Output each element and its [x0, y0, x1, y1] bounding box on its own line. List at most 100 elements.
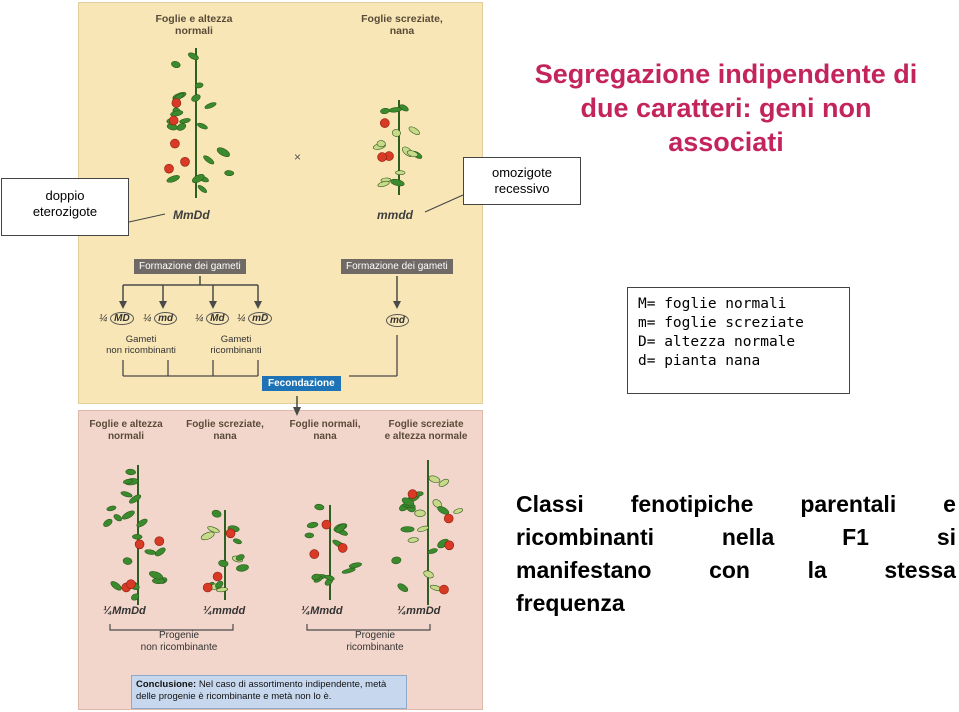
offspring-plant-2-leaf: [235, 554, 245, 561]
conclusion-box: Conclusione: Nel caso di assortimento in…: [131, 675, 407, 709]
summary-word: stessa: [884, 557, 956, 583]
gamete-allele: Md: [206, 312, 229, 325]
offspring-plant-4-leaf: [401, 497, 415, 507]
label-line: nana: [313, 431, 337, 442]
offspring-plant-4-tomato: [443, 513, 454, 524]
dwarf-variegated-parent-tomato: [377, 152, 387, 162]
offspring-genotype-4: ¼mmDd: [397, 605, 441, 617]
homozygote-callout: omozigote recessivo: [463, 157, 581, 205]
legend-item: m= foglie screziate: [638, 315, 804, 331]
gamete-allele: mD: [248, 312, 273, 325]
summary-word: nella: [721, 524, 775, 550]
offspring-plant-4-leaf: [397, 583, 409, 593]
dwarf-variegated-parent-leaf: [406, 150, 419, 158]
offspring-plant-1-leaf: [131, 593, 140, 601]
conclusion-label: Conclusione:: [136, 679, 197, 690]
offspring-plant-1-leaf: [120, 491, 133, 498]
offspring-plant-4-tomato: [439, 584, 449, 595]
nonrecombinant-progeny-label: Progenie non ricombinante: [119, 630, 239, 654]
offspring-plant-2-leaf: [207, 526, 220, 533]
tall-normal-parent-leaf: [170, 110, 184, 117]
gamete-fraction: ¼: [99, 313, 108, 324]
offspring-plant-1-tomato: [126, 579, 136, 590]
offspring-plant-1-leaf: [106, 505, 117, 512]
label-line: e altezza normale: [384, 431, 468, 442]
fertilization-label: Fecondazione: [262, 376, 341, 391]
offspring-plant-2-tomato: [225, 528, 236, 539]
right-parent-genotype: mmdd: [377, 208, 413, 222]
legend-item: M= foglie normali: [638, 296, 787, 312]
offspring-plant-4-leaf: [437, 506, 450, 515]
label-line: nana: [213, 431, 237, 442]
gamete-mD: ¼ mD: [237, 312, 273, 325]
title-line: associati: [668, 127, 784, 157]
offspring-plant-4-leaf: [423, 570, 434, 579]
offspring-plant-1-tomato: [134, 539, 145, 550]
tall-normal-parent-tomato: [171, 98, 182, 108]
gamete-md-upper: ¼ MD: [99, 312, 134, 325]
offspring-plant-1-leaf: [136, 518, 148, 528]
offspring-plant-1-leaf: [113, 514, 123, 522]
offspring-plant-2-tomato: [212, 571, 223, 582]
offspring-genotype-3: ¼Mmdd: [301, 605, 343, 617]
tall-normal-parent-tomato: [170, 138, 180, 149]
legend-item: D= altezza normale: [638, 334, 796, 350]
offspring-plant-1-leaf: [155, 547, 166, 557]
offspring-plant-2-leaf: [216, 587, 228, 593]
left-parent-phenotype: Foglie e altezza normali: [139, 13, 249, 37]
left-parent-phenotype-line1: Foglie e altezza: [155, 13, 233, 25]
tall-normal-parent-leaf: [192, 173, 205, 184]
title-line: due caratteri: geni non: [580, 93, 872, 123]
offspring-plant-1-leaf: [103, 518, 113, 527]
offspring-plant-4-leaf: [428, 475, 441, 484]
label-line: ricombinante: [346, 642, 404, 653]
offspring-plant-3-leaf: [311, 573, 321, 581]
offspring-plant-4-leaf: [407, 537, 419, 543]
offspring-plant-3-leaf: [335, 523, 347, 533]
left-gamete-formation-label: Formazione dei gameti: [134, 259, 246, 274]
summary-word: la: [807, 557, 827, 583]
right-parent-phenotype: Foglie screziate, nana: [347, 13, 457, 37]
label-line: non ricombinante: [140, 642, 218, 653]
offspring-phenotype-1: Foglie e altezza normali: [81, 419, 171, 443]
dwarf-variegated-parent-leaf: [399, 104, 409, 112]
callout-line: recessivo: [494, 181, 550, 196]
summary-line: ricombinanti nella F1 si: [516, 521, 956, 554]
offspring-plant-4-leaf: [427, 548, 438, 554]
offspring-plant-3-leaf: [348, 562, 362, 569]
gamete-md-lower: ¼ md: [143, 312, 178, 325]
homozygote-pointer: [424, 194, 464, 213]
tall-normal-parent-leaf: [194, 82, 204, 89]
nonrecombinant-bracket: [109, 624, 234, 631]
offspring-plant-2-leaf: [215, 580, 224, 589]
offspring-plant-3-leaf: [314, 503, 325, 511]
offspring-plant-2-leaf: [232, 538, 242, 545]
left-parent-phenotype-line2: normali: [175, 25, 213, 37]
summary-word: Classi: [516, 491, 584, 517]
label-line: Progenie: [158, 630, 200, 641]
offspring-plant-2-leaf: [218, 559, 229, 567]
gamete-allele: MD: [110, 312, 134, 325]
label-line: Gameti: [125, 334, 157, 345]
tall-normal-parent-leaf: [197, 122, 208, 130]
offspring-plant-1-leaf: [132, 534, 143, 540]
offspring-plant-1-leaf: [125, 468, 136, 476]
tall-normal-parent-tomato: [180, 157, 190, 167]
tall-normal-parent-leaf: [197, 184, 208, 194]
callout-line: eterozigote: [32, 204, 98, 219]
summary-word: ricombinanti: [516, 524, 655, 550]
offspring-plant-4-leaf: [417, 525, 429, 532]
right-parent-phenotype-line2: nana: [389, 25, 415, 37]
label-line: Foglie screziate,: [186, 419, 264, 430]
summary-line: frequenza: [516, 587, 956, 620]
callout-line: omozigote: [492, 165, 552, 180]
dwarf-variegated-parent-leaf: [391, 129, 401, 137]
summary-word: F1: [842, 524, 869, 550]
tall-normal-parent-tomato: [164, 163, 174, 174]
dwarf-variegated-parent-leaf: [395, 170, 406, 176]
offspring-plant-1-leaf: [144, 549, 157, 555]
offspring-plant-3-leaf: [304, 532, 314, 539]
offspring-plant-1-leaf: [129, 494, 142, 504]
tall-normal-parent-leaf: [171, 60, 181, 69]
offspring-genotype-1: ¼MmDd: [103, 605, 146, 617]
